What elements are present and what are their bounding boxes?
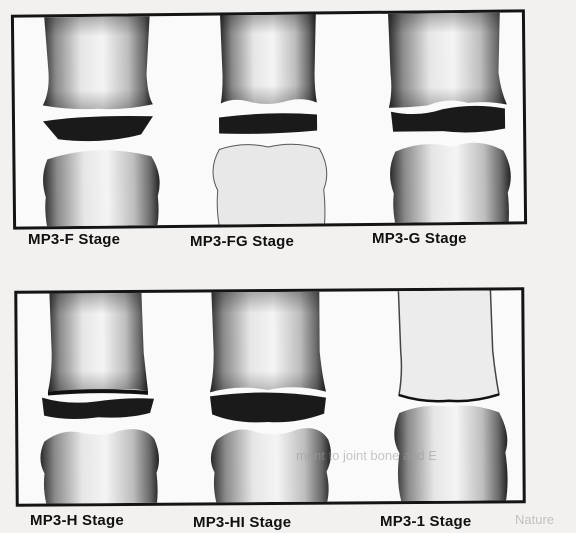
mp3-i-stage-label: MP3-1 Stage xyxy=(380,513,471,530)
mp3-hi-stage-label: MP3-HI Stage xyxy=(193,514,291,531)
mp3-fg-joint-illustration xyxy=(192,14,354,226)
mp3-i-joint-illustration xyxy=(372,290,525,503)
top-stage-panel xyxy=(11,9,527,229)
bottom-stage-panel xyxy=(14,287,525,507)
mp3-h-stage-label: MP3-H Stage xyxy=(30,512,124,529)
mp3-g-joint-illustration xyxy=(372,12,527,224)
mp3-f-stage-label: MP3-F Stage xyxy=(28,231,120,248)
mp3-g-stage-label: MP3-G Stage xyxy=(372,230,467,247)
mp3-fg-stage-label: MP3-FG Stage xyxy=(190,233,294,250)
mp3-hi-joint-illustration xyxy=(195,291,356,504)
mp3-h-joint-illustration xyxy=(27,293,188,506)
mp3-f-joint-illustration xyxy=(22,16,184,228)
bleed-through-text-2: Nature xyxy=(515,512,554,527)
bleed-through-text: ment to joint bone and E xyxy=(296,448,437,463)
